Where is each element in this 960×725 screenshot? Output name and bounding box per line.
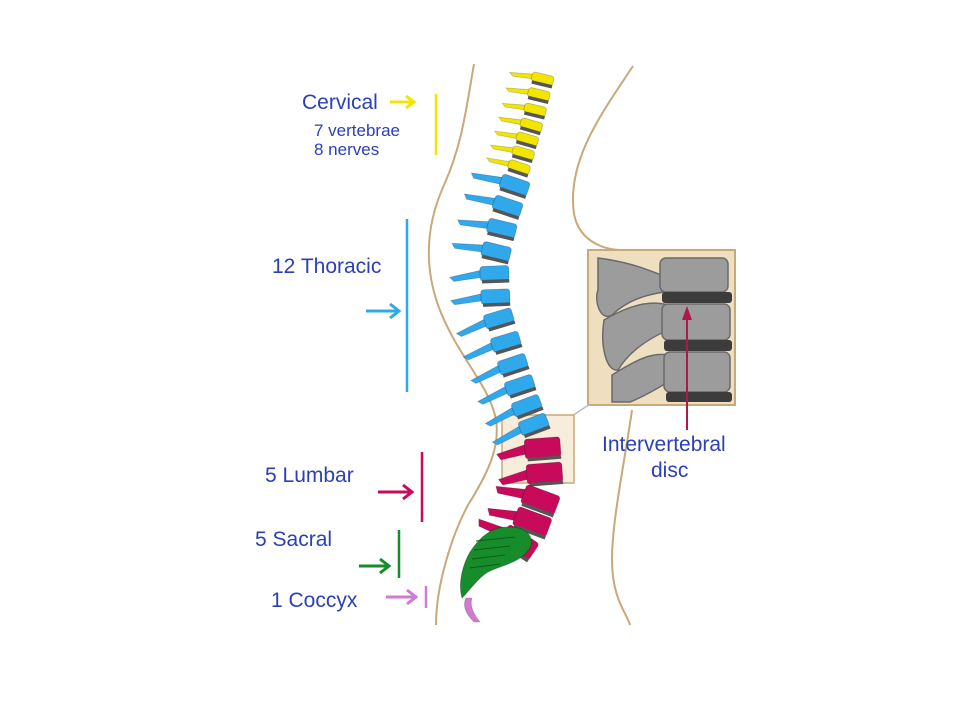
back-outline (427, 63, 498, 626)
sacral-fusion-line (471, 554, 506, 560)
thoracic-vertebra (448, 265, 510, 284)
disc-inset (501, 249, 736, 484)
thoracic-vertebra (455, 307, 516, 337)
cervical-vertebra (501, 102, 547, 120)
thoracic-arrow-icon (366, 302, 402, 320)
coccyx (464, 597, 481, 623)
cervical-label: Cervical (302, 91, 378, 114)
thoracic-vertebra (469, 353, 530, 384)
thoracic-vertebra (456, 217, 518, 242)
lumbar-vertebra (487, 506, 552, 540)
sacral-fusion-line (469, 563, 501, 569)
cervical-vertebra (489, 144, 535, 164)
thoracic-vertebra (449, 288, 511, 307)
coccyx-arrow-icon (386, 588, 419, 606)
region-arrows (359, 94, 419, 606)
cervical-vertebra (508, 71, 555, 89)
sacrum (459, 526, 532, 599)
inset-pointer-head (682, 306, 692, 320)
thoracic-label: 12 Thoracic (272, 255, 382, 278)
sacral-label: 5 Sacral (255, 528, 333, 551)
sacral-fusion-line (475, 536, 516, 542)
thoracic-vertebra (491, 412, 551, 446)
inset-body-1 (659, 257, 729, 293)
cervical-vertebra (497, 116, 543, 136)
inset-connector-top (571, 403, 591, 417)
lumbar-vertebra (495, 436, 562, 462)
disc-label-line2: disc (651, 459, 689, 482)
disc-label-line1: Intervertebral (602, 433, 726, 456)
inset-disc-1 (662, 292, 732, 303)
inset-vertebrae (596, 257, 731, 403)
coccyx-label: 1 Coccyx (271, 589, 358, 612)
inset-pointer (682, 306, 692, 430)
cervical-arrow-icon (390, 94, 417, 110)
thoracic-vertebra (462, 331, 523, 361)
body-outline (427, 63, 634, 626)
region-bars (397, 94, 438, 608)
thoracic-vertebra (484, 394, 544, 427)
inset-discs (662, 292, 732, 402)
spine-column (448, 71, 564, 623)
front-outline (571, 65, 634, 251)
inset-process-1 (596, 257, 665, 318)
thoracic-vertebra (470, 172, 531, 199)
cervical-vertebra (485, 157, 531, 178)
lumbar-vertebra (495, 484, 561, 518)
cervical-vertebra (504, 87, 551, 105)
inset-disc-2 (664, 340, 732, 351)
thoracic-vertebra (451, 241, 512, 265)
inset-disc-3 (666, 392, 732, 402)
inset-body-3 (663, 351, 731, 393)
sacral-fusion-line (473, 545, 511, 551)
thoracic-vertebra (463, 193, 524, 220)
cervical-vertebrae-label: 7 vertebrae (314, 121, 400, 140)
cervical-nerves-label: 8 nerves (314, 140, 380, 159)
inset-process-2 (602, 302, 669, 371)
lumbar-arrow-icon (378, 483, 415, 501)
inset-body-2 (661, 303, 731, 341)
cervical-vertebra (493, 130, 539, 150)
front-outline-lower (610, 409, 633, 626)
lumbar-label: 5 Lumbar (265, 464, 354, 487)
lumbar-vertebra (497, 461, 564, 487)
thoracic-vertebra (476, 374, 537, 405)
sacral-arrow-icon (359, 557, 392, 575)
